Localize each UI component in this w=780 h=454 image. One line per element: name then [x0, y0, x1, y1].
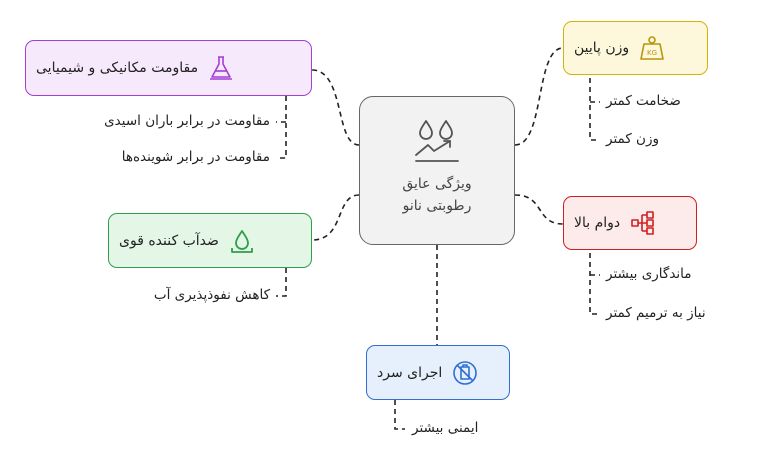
- leaf-more-safety: ایمنی بیشتر: [412, 420, 479, 436]
- center-title-line2: رطوبتی نانو: [402, 198, 472, 214]
- leaf-acid-rain-resistance: مقاومت در برابر باران اسیدی: [104, 113, 270, 129]
- center-title-line1: ویژگی عایق: [402, 176, 472, 192]
- node-high-durability: دوام بالا: [563, 196, 697, 250]
- leaf-less-repair: نیاز به ترمیم کمتر: [606, 305, 706, 321]
- node-high-durability-label: دوام بالا: [574, 215, 621, 231]
- svg-text:KG: KG: [647, 49, 657, 57]
- leaf-less-weight: وزن کمتر: [606, 131, 659, 147]
- kg-weight-icon: KG: [639, 35, 665, 61]
- leaf-reduced-water-permeability: کاهش نفوذپذیری آب: [153, 287, 270, 303]
- leaf-less-thickness: ضخامت کمتر: [606, 93, 681, 109]
- node-mechanical-chemical-resistance-label: مقاومت مکانیکی و شیمیایی: [36, 60, 199, 76]
- node-mechanical-chemical-resistance: مقاومت مکانیکی و شیمیایی: [25, 40, 312, 96]
- leaf-more-longevity: ماندگاری بیشتر: [606, 266, 692, 282]
- hierarchy-icon: [630, 210, 656, 236]
- node-cold-application: اجرای سرد: [366, 345, 510, 400]
- node-low-weight-label: وزن پایین: [574, 40, 630, 56]
- water-drop-icon: [229, 228, 255, 254]
- node-low-weight: KG وزن پایین: [563, 21, 708, 75]
- node-strong-waterproofing-label: ضدآب کننده قوی: [119, 232, 219, 249]
- no-fire-icon: [452, 360, 478, 386]
- leaf-detergent-resistance: مقاومت در برابر شوینده‌ها: [121, 149, 270, 165]
- node-cold-application-label: اجرای سرد: [377, 364, 443, 381]
- water-drops-trend-icon: [410, 117, 464, 167]
- flask-icon: [208, 55, 234, 81]
- center-node: ویژگی عایق رطوبتی نانو: [359, 96, 515, 245]
- node-strong-waterproofing: ضدآب کننده قوی: [108, 213, 312, 268]
